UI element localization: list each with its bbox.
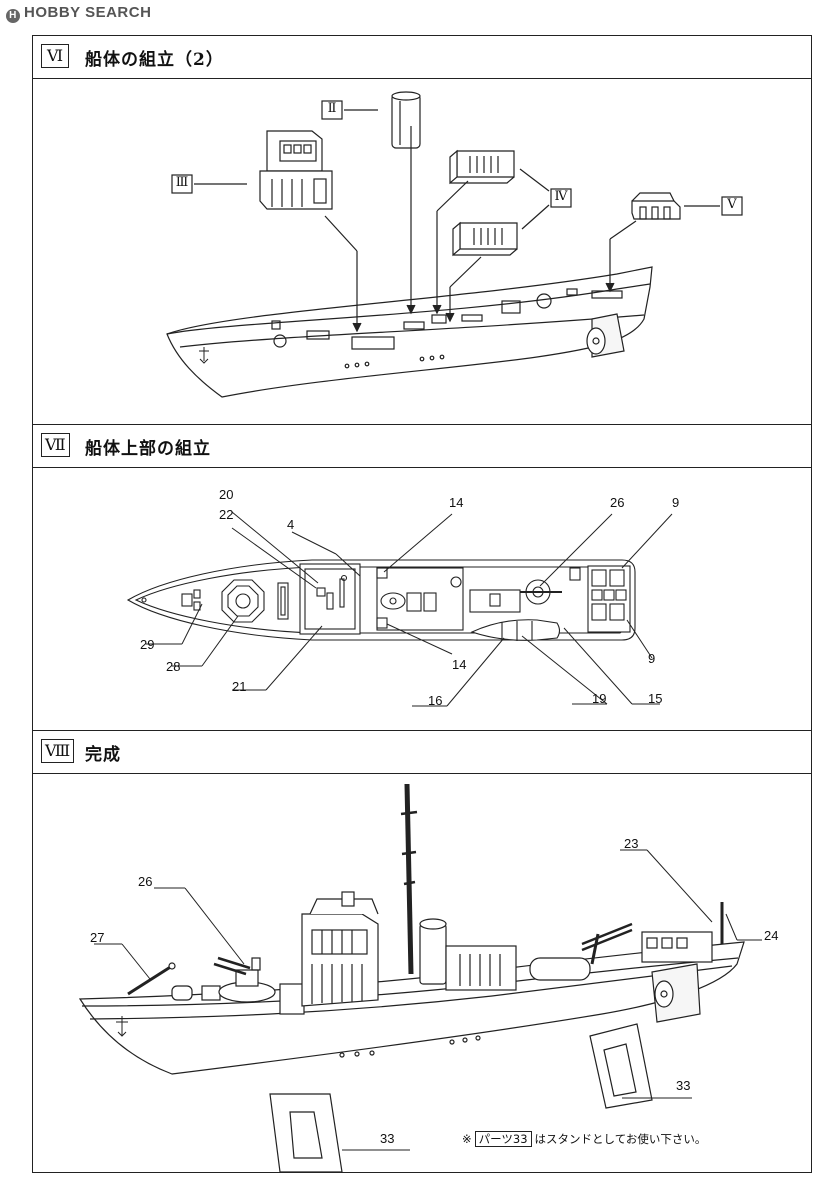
- display-stands: [269, 1023, 653, 1172]
- bridge-part: [259, 130, 362, 333]
- note-mark: ※: [462, 1132, 472, 1146]
- part-label-19: 19: [592, 691, 607, 706]
- step-7-diagram: [32, 468, 812, 730]
- part-label-26: 26: [610, 495, 625, 510]
- callout-II: Ⅱ: [327, 101, 337, 116]
- completed-boat: [78, 783, 745, 1075]
- note-part-ref: パーツ33: [474, 1131, 532, 1147]
- step-8-header: Ⅷ 完成: [32, 730, 812, 774]
- callout-box-V: [721, 196, 743, 216]
- part-label-20: 20: [219, 487, 234, 502]
- step-6-header: Ⅵ 船体の組立（2）: [32, 35, 812, 79]
- step-7-leader-lines: [146, 511, 673, 707]
- vent-box-parts: [432, 149, 550, 323]
- final-label-27: 27: [90, 930, 105, 945]
- part-label-28: 28: [166, 659, 181, 674]
- step-7-title: 船体上部の組立: [85, 439, 211, 459]
- part-label-4: 4: [287, 517, 295, 532]
- part-label-22: 22: [219, 507, 234, 522]
- callout-box-IV: [550, 188, 572, 208]
- note-text: はスタンドとしてお使い下さい。: [534, 1132, 707, 1146]
- callout-IV: Ⅳ: [554, 189, 568, 204]
- hull-top-view: [126, 559, 636, 641]
- part-label-15: 15: [648, 691, 663, 706]
- part-label-9-top: 9: [672, 495, 680, 510]
- step-8-title: 完成: [85, 745, 121, 765]
- step-8-leader-lines: [94, 849, 762, 1151]
- step-7-header: Ⅶ 船体上部の組立: [32, 424, 812, 468]
- hull-side-view: [166, 266, 653, 398]
- site-logo: H HOBBY SEARCH: [6, 4, 151, 23]
- step-7-number: Ⅶ: [41, 433, 70, 457]
- step-8-number: Ⅷ: [41, 739, 75, 763]
- step-6-number: Ⅵ: [41, 44, 69, 68]
- part-label-29: 29: [140, 637, 155, 652]
- part-label-16: 16: [428, 693, 443, 708]
- final-label-33-right: 33: [676, 1078, 691, 1093]
- callout-III: Ⅲ: [175, 175, 189, 190]
- funnel-part: [391, 91, 421, 315]
- step-8-diagram: [32, 774, 812, 1172]
- logo-mark-icon: H: [6, 9, 20, 23]
- gun-mount-part: [605, 192, 681, 293]
- final-label-26: 26: [138, 874, 153, 889]
- callout-V: Ⅴ: [727, 197, 737, 212]
- final-label-33-left: 33: [380, 1131, 395, 1146]
- part-label-9-bottom: 9: [648, 651, 656, 666]
- step-6-title: 船体の組立（2）: [85, 50, 224, 70]
- final-label-23: 23: [624, 836, 639, 851]
- part-label-14-top: 14: [449, 495, 464, 510]
- final-label-24: 24: [764, 928, 779, 943]
- part-label-21: 21: [232, 679, 247, 694]
- logo-text: HOBBY SEARCH: [24, 4, 152, 21]
- step-6-diagram: [32, 79, 812, 424]
- callout-box-III: [171, 174, 193, 194]
- callout-box-II: [321, 100, 343, 120]
- part-label-14-bottom: 14: [452, 657, 467, 672]
